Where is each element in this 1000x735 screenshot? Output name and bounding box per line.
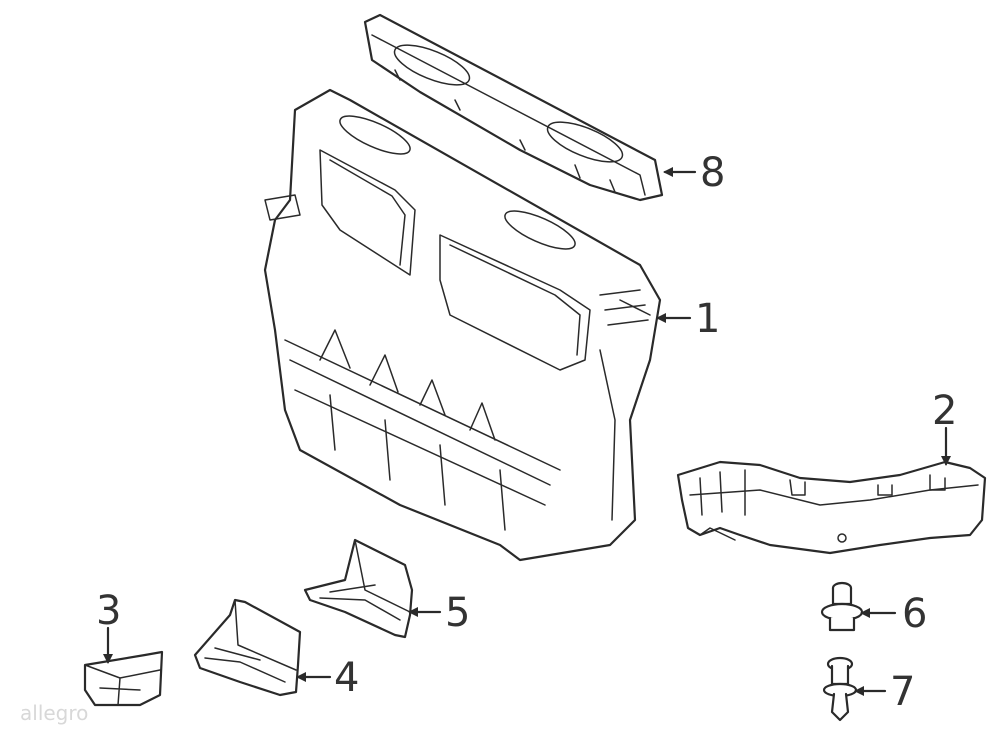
callout-4: 4	[334, 655, 359, 701]
part-5-air-duct	[303, 538, 414, 639]
callout-2: 2	[932, 388, 957, 434]
callout-arrows	[103, 167, 951, 696]
part-7-push-rivet	[822, 656, 858, 722]
part-2-bracket-highlighted	[676, 460, 987, 555]
callout-6: 6	[902, 591, 927, 637]
callout-5: 5	[445, 590, 470, 636]
part-3-air-guide	[83, 650, 164, 707]
part-6-clip	[820, 581, 864, 632]
part-4-air-duct	[193, 598, 302, 697]
callout-7: 7	[890, 669, 915, 715]
part-1-front-carrier	[263, 88, 662, 562]
callout-labels: 1 2 3 4 5 6 7 8	[96, 150, 957, 715]
watermark: allegro	[20, 701, 88, 725]
callout-1: 1	[695, 296, 720, 342]
callout-8: 8	[700, 150, 725, 196]
part-8-upper-crossmember	[363, 13, 664, 202]
callout-3: 3	[96, 588, 121, 634]
